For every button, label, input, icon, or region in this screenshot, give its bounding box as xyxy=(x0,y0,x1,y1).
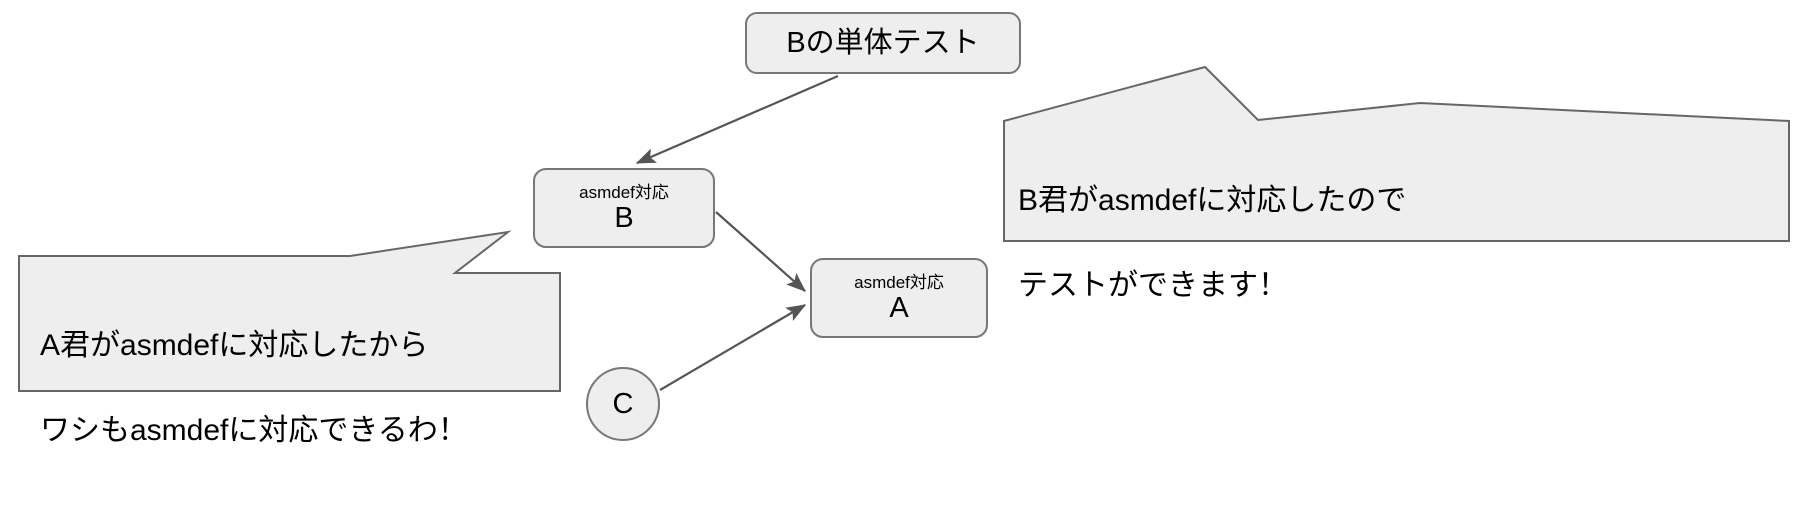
node-module-a[interactable]: asmdef対応 A xyxy=(810,258,988,338)
speech-bubble-left: A君がasmdefに対応したから ワシもasmdefに対応できるわ！ xyxy=(40,282,468,495)
edge-b-to-a xyxy=(715,211,806,292)
speech-bubble-right: B君がasmdefに対応したので テストができます！ xyxy=(1018,137,1406,350)
speech-bubble-right-line1: B君がasmdefに対応したので xyxy=(1018,183,1407,217)
node-module-a-label: A xyxy=(889,292,909,325)
bubble-left-shape xyxy=(18,230,561,392)
node-module-a-sublabel: asmdef対応 xyxy=(854,272,944,292)
speech-bubble-left-line2: ワシもasmdefに対応できるわ！ xyxy=(40,413,468,447)
speech-bubble-right-line2: テストができます！ xyxy=(1018,268,1288,302)
node-module-c[interactable]: C xyxy=(586,367,660,441)
node-module-b-sublabel: asmdef対応 xyxy=(579,182,669,202)
edge-test-to-b xyxy=(635,74,839,165)
node-module-c-label: C xyxy=(612,387,634,420)
bubble-right-shape xyxy=(1003,65,1790,242)
node-module-b-label: B xyxy=(614,202,634,235)
edge-c-to-a xyxy=(659,304,807,391)
node-test-label: Bの単体テスト xyxy=(786,26,980,59)
node-module-b[interactable]: asmdef対応 B xyxy=(533,168,715,248)
node-test-b-unit-test[interactable]: Bの単体テスト xyxy=(745,12,1021,74)
speech-bubble-left-line1: A君がasmdefに対応したから xyxy=(40,328,429,362)
